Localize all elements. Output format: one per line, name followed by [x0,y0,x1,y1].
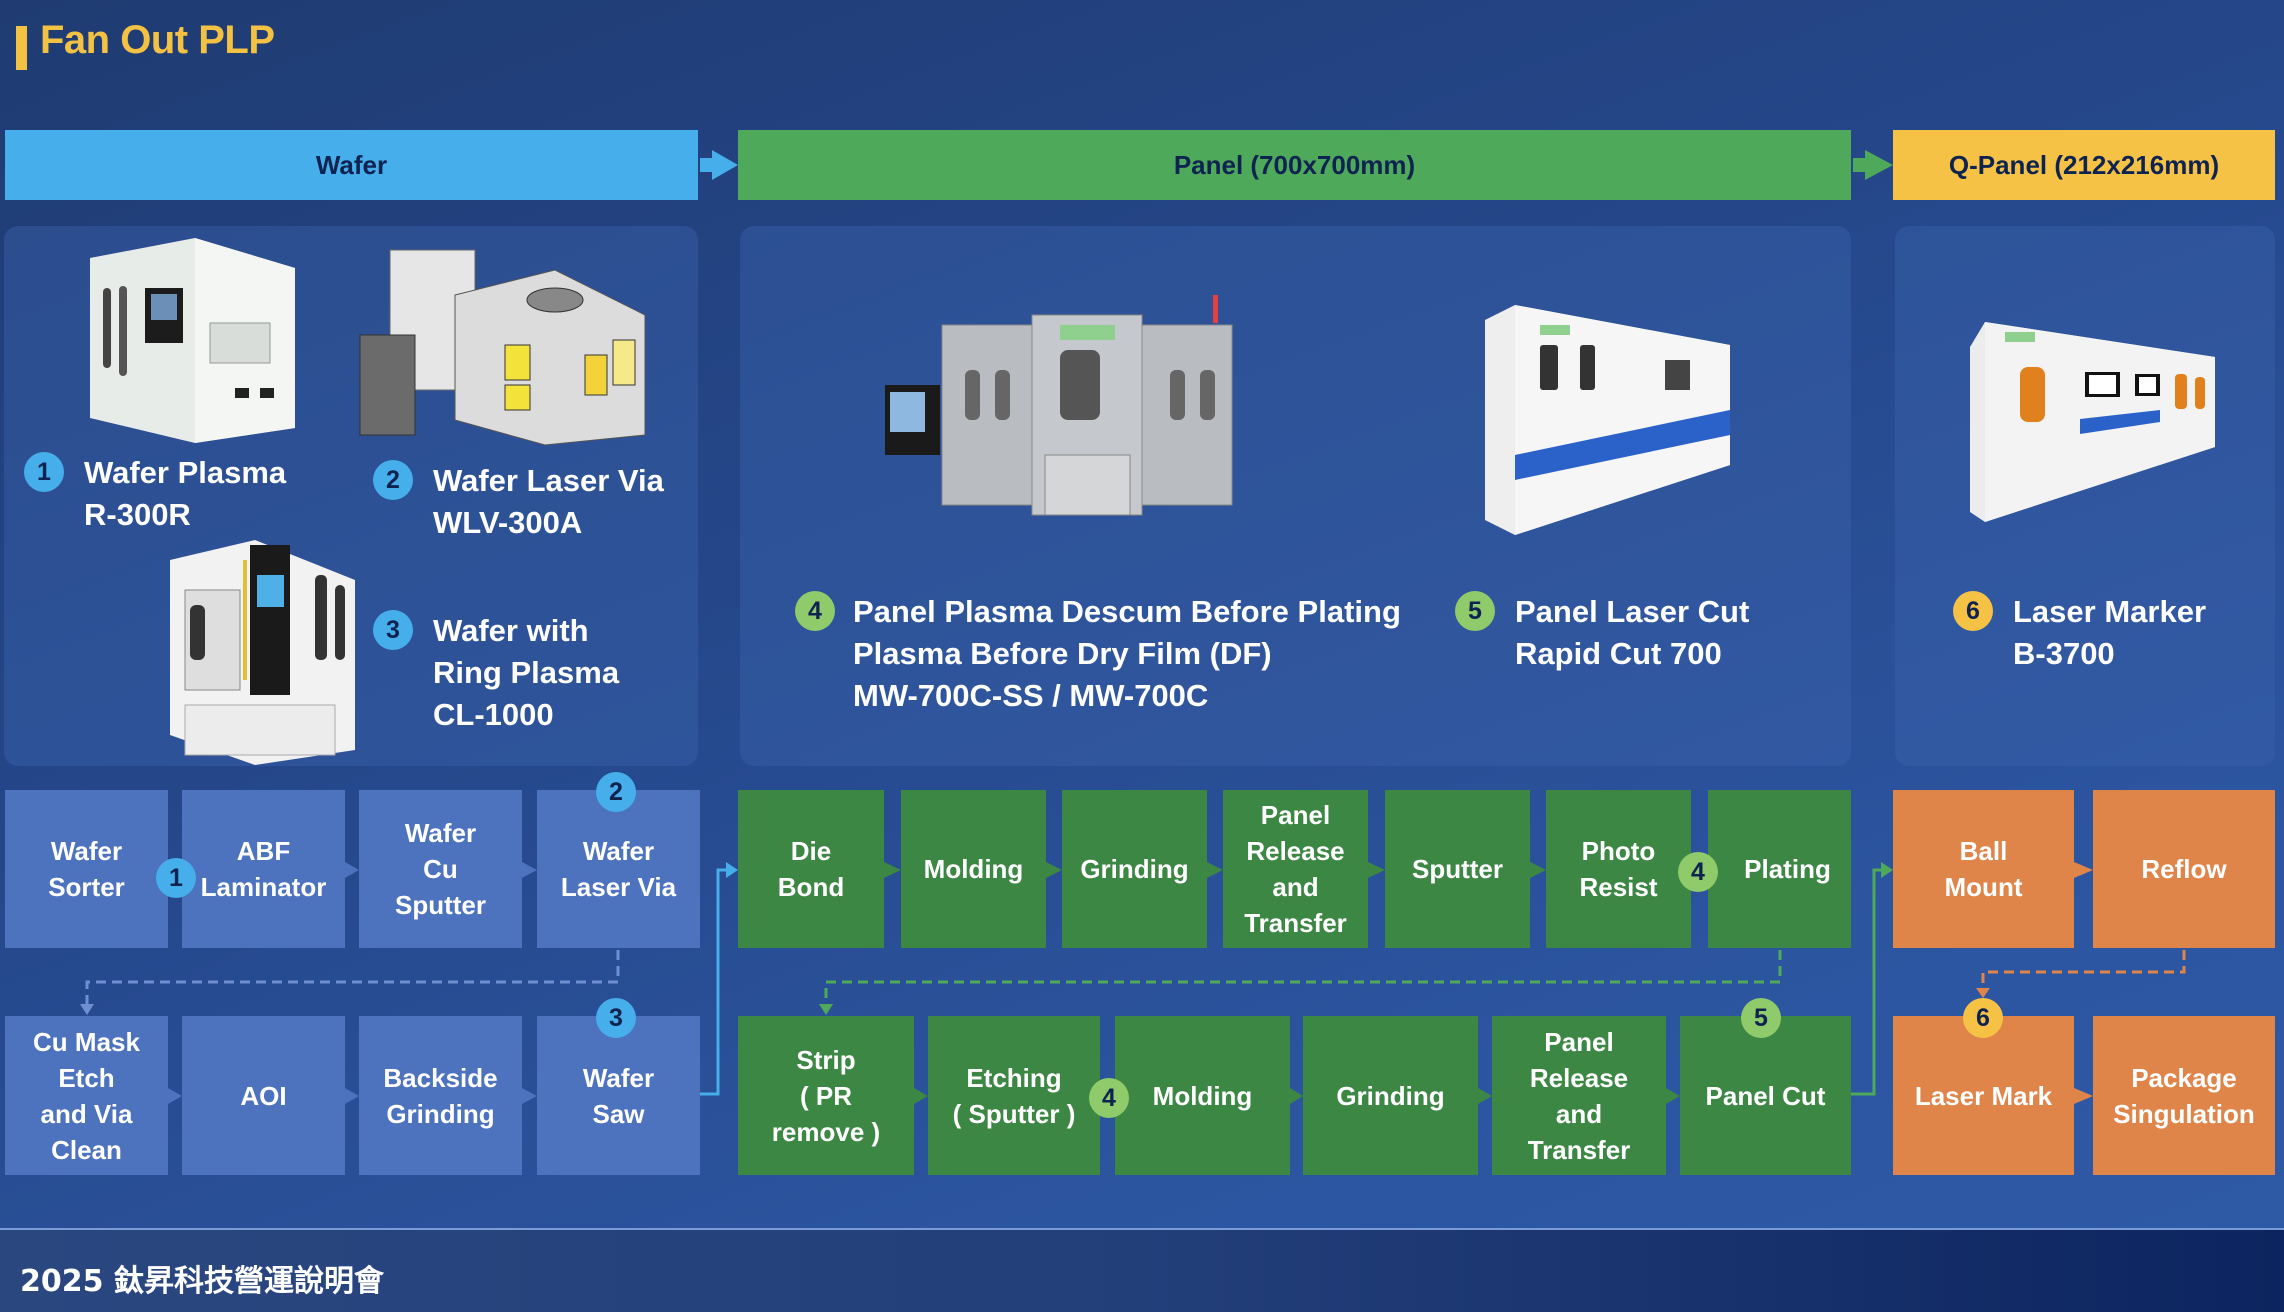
process-ball-mount: Ball Mount [1893,790,2074,948]
process-wafer-saw: Wafer Saw [537,1016,700,1175]
process-photo-resist: Photo Resist [1546,790,1691,948]
process-molding-2: Molding [1115,1016,1290,1175]
equipment-badge-1: 1 [24,452,64,492]
process-die-bond: Die Bond [738,790,884,948]
equipment-badge-4: 4 [795,591,835,631]
equipment-badge-6: 6 [1953,591,1993,631]
equipment-badge-3: 3 [373,610,413,650]
process-laser-mark: Laser Mark [1893,1016,2074,1175]
process-etching-sputter: Etching ( Sputter ) [928,1016,1100,1175]
footer-bar [0,1230,2284,1312]
ring-plasma-machine-image [170,540,355,765]
equipment-3-model: CL-1000 [433,697,554,732]
stage-header-panel: Panel (700x700mm) [738,130,1851,200]
equipment-5-name: Panel Laser Cut [1515,594,1750,629]
wafer-to-panel-arrowhead [726,862,738,878]
equipment-badge-2: 2 [373,460,413,500]
panel-to-qpanel-connector [1851,868,1883,1096]
equipment-6-name: Laser Marker [2013,594,2207,629]
step-badge-4-molding: 4 [1089,1078,1129,1118]
footer-divider [0,1228,2284,1230]
wafer-laser-via-machine-image [359,249,646,446]
footer-text: 2025 鈦昇科技營運說明會 [20,1264,384,1299]
process-panel-release-2: Panel Release and Transfer [1492,1016,1666,1175]
laser-marker-machine-image [1970,322,2215,522]
process-aoi: AOI [182,1016,345,1175]
wafer-to-panel-connector [700,868,728,1096]
process-panel-release-1: Panel Release and Transfer [1223,790,1368,948]
process-reflow: Reflow [2093,790,2275,948]
header-arrow-panel-to-qpanel [1853,150,1893,180]
equipment-badge-5: 5 [1455,591,1495,631]
equipment-3-name-line2: Ring Plasma [433,655,620,690]
title-accent-bar [16,26,27,70]
equipment-3-name-line1: Wafer with [433,613,589,648]
step-badge-4-plating: 4 [1678,852,1718,892]
process-molding-1: Molding [901,790,1046,948]
process-panel-cut: Panel Cut [1680,1016,1851,1175]
panel-dashed-arrowhead [819,1004,833,1015]
process-wafer-sorter: Wafer Sorter [5,790,168,948]
process-strip-pr-remove: Strip ( PR remove ) [738,1016,914,1175]
wafer-plasma-machine-image [90,238,295,443]
panel-to-qpanel-arrowhead [1881,862,1893,878]
step-badge-5: 5 [1741,998,1781,1038]
equipment-6-model: B-3700 [2013,636,2115,671]
header-arrow-wafer-to-panel [700,150,738,180]
qpanel-row-chevrons [2074,862,2093,1104]
page-title: Fan Out PLP [40,18,275,62]
equipment-card-qpanel [1895,226,2275,766]
process-package-singulation: Package Singulation [2093,1016,2275,1175]
step-badge-6: 6 [1963,998,2003,1038]
stage-header-qpanel: Q-Panel (212x216mm) [1893,130,2275,200]
process-backside-grinding: Backside Grinding [359,1016,522,1175]
panel-laser-cut-machine-image [1485,305,1730,535]
wafer-dashed-arrowhead [80,1004,94,1015]
equipment-4-model: MW-700C-SS / MW-700C [853,678,1209,713]
process-wafer-laser-via: Wafer Laser Via [537,790,700,948]
step-badge-2: 2 [596,772,636,812]
equipment-4-name-line1: Panel Plasma Descum Before Plating [853,594,1401,629]
process-cu-mask-etch: Cu Mask Etch and Via Clean [5,1016,168,1175]
step-badge-3: 3 [596,998,636,1038]
panel-dashed-return-connector [824,950,1782,1006]
equipment-4-name-line2: Plasma Before Dry Film (DF) [853,636,1272,671]
qpanel-dashed-arrowhead [1976,988,1990,998]
process-abf-laminator: ABF Laminator [182,790,345,948]
equipment-1-name: Wafer Plasma [84,455,287,490]
process-grinding-2: Grinding [1303,1016,1478,1175]
equipment-5-model: Rapid Cut 700 [1515,636,1722,671]
equipment-card-panel [740,226,1851,766]
equipment-2-name: Wafer Laser Via [433,463,664,498]
process-sputter: Sputter [1385,790,1530,948]
step-badge-1: 1 [156,858,196,898]
stage-header-wafer: Wafer [5,130,698,200]
panel-plasma-machine-image [885,295,1233,516]
wafer-dashed-return-connector [85,950,620,1006]
equipment-1-model: R-300R [84,497,191,532]
equipment-2-model: WLV-300A [433,505,583,540]
process-plating: Plating [1708,790,1851,948]
process-wafer-cu-sputter: Wafer Cu Sputter [359,790,522,948]
qpanel-dashed-return-connector [1981,950,2186,990]
process-grinding-1: Grinding [1062,790,1207,948]
